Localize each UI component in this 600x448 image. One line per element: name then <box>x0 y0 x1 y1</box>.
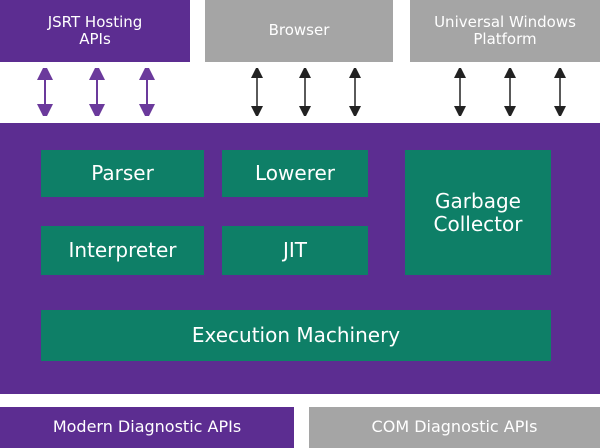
browser-arrows <box>235 68 375 116</box>
jit-label: JIT <box>282 238 307 262</box>
double-arrows-icon <box>454 68 566 116</box>
interpreter-label: Interpreter <box>68 238 177 262</box>
modern-diagnostic-apis-box: Modern Diagnostic APIs <box>0 407 294 448</box>
garbage-collector-box: Garbage Collector <box>405 150 551 275</box>
double-arrows-icon <box>37 68 155 116</box>
jsrt-hosting-apis-label: JSRT Hosting APIs <box>47 12 143 48</box>
double-arrows-icon <box>251 68 361 116</box>
garbage-collector-label: Garbage Collector <box>433 188 523 236</box>
parser-box: Parser <box>41 150 204 197</box>
execution-machinery-box: Execution Machinery <box>41 310 551 361</box>
browser-label: Browser <box>268 21 330 40</box>
jsrt-hosting-apis-box: JSRT Hosting APIs <box>0 0 190 62</box>
execution-machinery-label: Execution Machinery <box>191 323 401 347</box>
universal-windows-platform-box: Universal Windows Platform <box>410 0 600 62</box>
parser-label: Parser <box>91 161 154 185</box>
uwp-arrows <box>440 68 580 116</box>
browser-box: Browser <box>205 0 393 62</box>
jsrt-arrows <box>25 68 165 116</box>
modern-diagnostic-apis-label: Modern Diagnostic APIs <box>52 417 242 437</box>
interpreter-box: Interpreter <box>41 226 204 275</box>
universal-windows-platform-label: Universal Windows Platform <box>434 12 576 48</box>
lowerer-label: Lowerer <box>255 161 335 185</box>
lowerer-box: Lowerer <box>222 150 368 197</box>
com-diagnostic-apis-label: COM Diagnostic APIs <box>371 417 538 437</box>
jit-box: JIT <box>222 226 368 275</box>
com-diagnostic-apis-box: COM Diagnostic APIs <box>309 407 600 448</box>
